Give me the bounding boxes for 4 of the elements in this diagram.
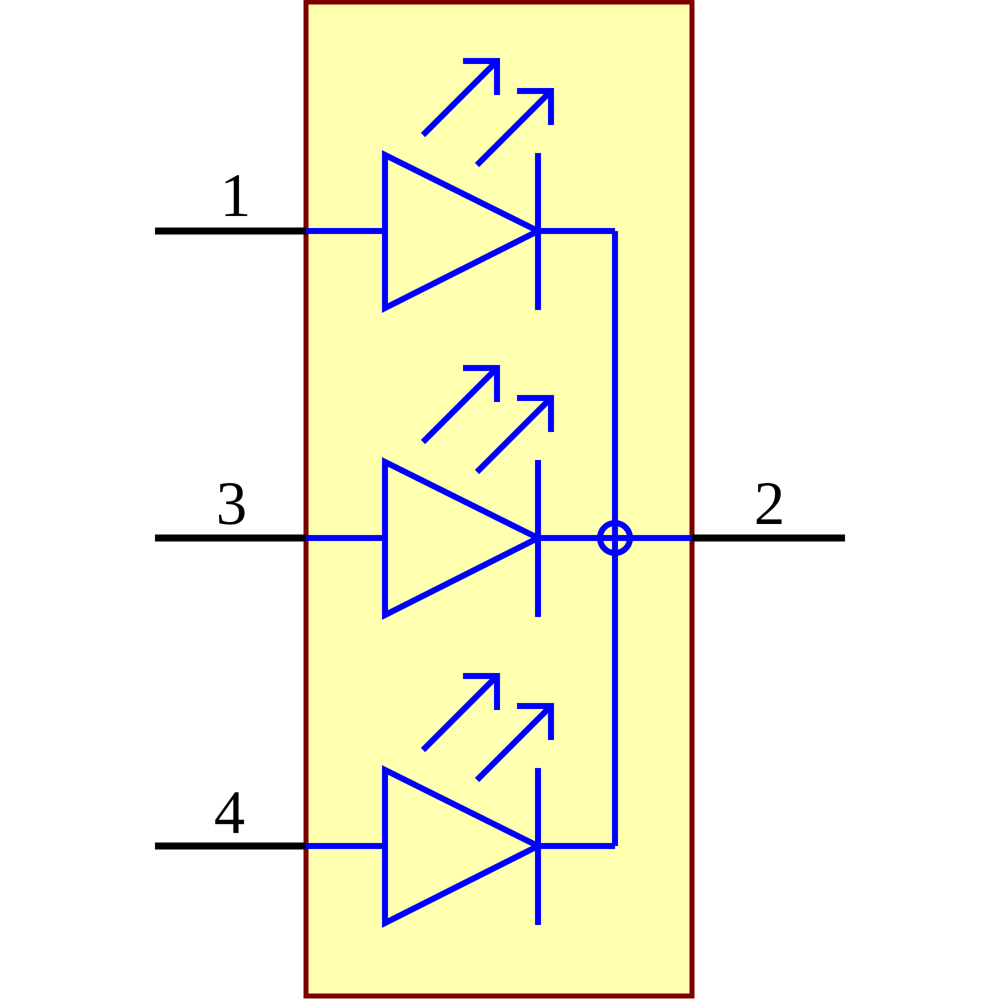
pin-number: 2 [754, 473, 785, 535]
pin-number: 1 [220, 165, 251, 227]
pin-number: 4 [214, 782, 245, 844]
pin-number: 3 [216, 473, 247, 535]
